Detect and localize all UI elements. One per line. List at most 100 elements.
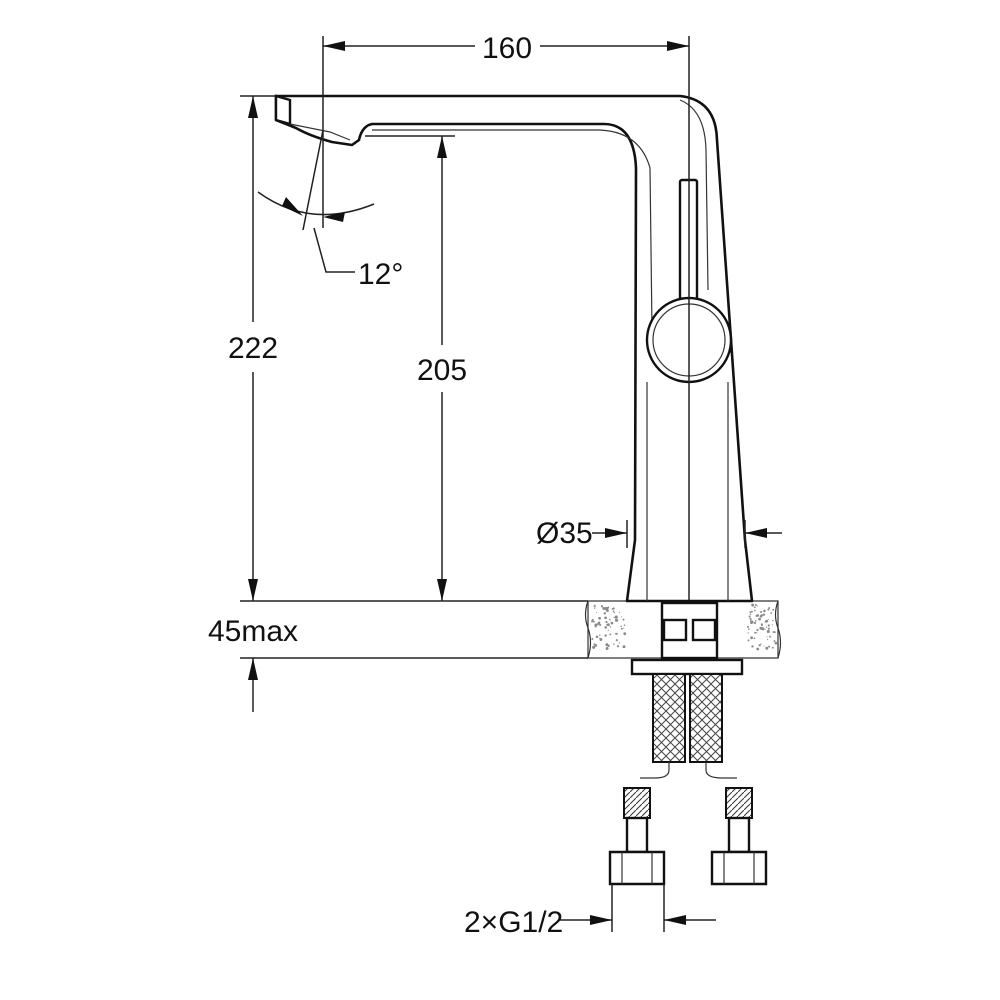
speckle [606, 623, 610, 627]
speckle [756, 647, 760, 651]
speckle [759, 626, 763, 630]
speckle [765, 619, 769, 623]
speckle [751, 645, 754, 648]
label-base-diameter: Ø35 [536, 517, 593, 550]
speckle [606, 624, 608, 626]
flexible-hose-left [640, 673, 686, 779]
speckle [756, 632, 758, 634]
speckle [771, 646, 774, 649]
speckle [622, 645, 626, 649]
speckle [753, 606, 756, 609]
speckle [749, 620, 752, 622]
dimension-deck-thickness: 45max [208, 615, 298, 712]
speckle [754, 604, 757, 606]
speckle [747, 625, 749, 628]
speckle [767, 608, 770, 611]
speckle [603, 612, 607, 615]
speckle [759, 610, 763, 614]
speckle [594, 625, 597, 628]
speckle [767, 624, 770, 627]
dimension-base-diameter: Ø35 [536, 517, 782, 550]
speckle [763, 609, 766, 613]
speckle [763, 645, 765, 647]
speckle [747, 639, 750, 642]
label-swivel-angle: 12° [358, 258, 403, 291]
speckle [591, 638, 594, 640]
speckle [593, 604, 596, 607]
speckle [748, 615, 751, 618]
speckle [615, 639, 618, 642]
speckle [756, 605, 758, 607]
flexible-hose-right [689, 673, 737, 779]
speckle [609, 626, 612, 628]
speckle [772, 631, 775, 633]
dimension-connections: 2×G1/2 [464, 884, 716, 939]
connector-left [608, 787, 666, 886]
speckle [754, 609, 756, 612]
speckle [614, 615, 618, 619]
speckle [769, 635, 771, 637]
countertop-speckles [591, 603, 778, 651]
label-spout-height: 205 [417, 354, 467, 387]
speckle [767, 627, 770, 630]
speckle [768, 607, 771, 609]
speckle [624, 633, 626, 636]
speckle [623, 632, 627, 636]
speckle [599, 623, 602, 626]
speckle [758, 617, 761, 621]
speckle [760, 623, 764, 627]
dimension-swivel-angle: 12° [257, 129, 403, 291]
label-total-height: 222 [228, 332, 278, 365]
speckle [605, 643, 608, 646]
speckle [754, 631, 757, 634]
speckle [607, 629, 609, 631]
speckle [605, 647, 609, 650]
speckle [764, 628, 766, 630]
speckle [766, 629, 770, 634]
dimension-total-height: 222 [228, 95, 278, 601]
speckle [767, 618, 769, 620]
speckle [604, 634, 607, 637]
speckle [750, 636, 754, 640]
speckle [616, 645, 620, 648]
speckle [594, 607, 596, 609]
speckle [766, 636, 768, 638]
speckle [750, 619, 752, 621]
speckle [608, 618, 610, 620]
label-connections: 2×G1/2 [464, 906, 563, 939]
speckle [772, 608, 775, 611]
speckle [622, 618, 625, 621]
speckle [591, 618, 594, 621]
speckle [753, 637, 756, 640]
speckle [595, 635, 599, 639]
speckle [760, 643, 762, 645]
speckle [771, 624, 773, 626]
speckle [618, 612, 620, 614]
speckle [749, 617, 752, 620]
speckle [596, 611, 597, 613]
speckle [765, 646, 769, 650]
speckle [605, 620, 608, 624]
speckle [613, 643, 615, 645]
speckle [597, 621, 601, 624]
faucet-body [274, 94, 754, 603]
speckle [613, 616, 615, 619]
speckle [602, 607, 606, 610]
speckle [751, 610, 753, 613]
speckle [747, 628, 750, 631]
speckle [598, 616, 601, 620]
speckle [593, 645, 596, 648]
speckle [753, 622, 755, 624]
speckle [768, 645, 771, 648]
speckle [621, 616, 623, 618]
speckle [756, 628, 759, 632]
speckle [751, 603, 755, 607]
speckle [614, 633, 617, 635]
speckle [623, 627, 625, 629]
speckle [618, 642, 621, 644]
speckle [762, 613, 766, 616]
speckle [610, 621, 614, 625]
speckle [773, 640, 776, 643]
speckle [750, 620, 754, 624]
